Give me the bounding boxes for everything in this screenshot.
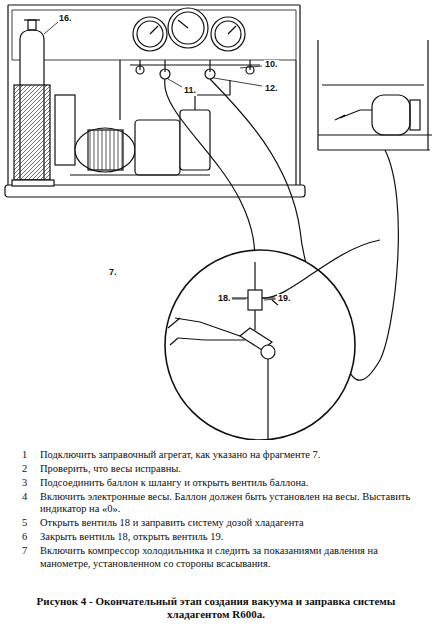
detail-fragment bbox=[165, 240, 380, 440]
step-number: 4 bbox=[22, 491, 27, 503]
callout-number: 16. bbox=[58, 14, 73, 24]
step-text: Подключить заправочный агрегат, как указ… bbox=[40, 449, 428, 461]
leader-lines bbox=[0, 0, 433, 440]
step-text: Открыть вентиль 18 и заправить систему д… bbox=[40, 517, 428, 529]
refrigerator bbox=[318, 40, 432, 150]
step-number: 1 bbox=[22, 449, 27, 461]
charging-station bbox=[5, 5, 305, 197]
callout-number: 11. bbox=[183, 86, 197, 96]
callout-number: 19. bbox=[277, 294, 292, 304]
step-text: Подсоединить баллон к шлангу и открыть в… bbox=[40, 477, 428, 489]
illustration bbox=[0, 0, 433, 440]
callout-number: 18. bbox=[217, 294, 232, 304]
vacuum-pump bbox=[55, 80, 230, 175]
figure-caption: Рисунок 4 - Окончательный этап создания … bbox=[6, 595, 426, 623]
step-number: 5 bbox=[22, 517, 27, 529]
step-text: Проверить, что весы исправны. bbox=[40, 463, 428, 475]
step-number: 3 bbox=[22, 477, 27, 489]
step-text: Закрыть вентиль 18, открыть вентиль 19. bbox=[40, 531, 428, 543]
step-text: Включить компрессор холодильника и следи… bbox=[40, 545, 428, 569]
step-number: 6 bbox=[22, 531, 27, 543]
refrigerant-cylinder bbox=[12, 20, 54, 186]
callout-number: 7. bbox=[108, 268, 118, 278]
callout-number: 12. bbox=[264, 84, 279, 94]
step-text: Включить электронные весы. Баллон должен… bbox=[40, 491, 428, 515]
step-number: 2 bbox=[22, 463, 27, 475]
step-number: 7 bbox=[22, 545, 27, 557]
callout-number: 10. bbox=[264, 60, 279, 70]
